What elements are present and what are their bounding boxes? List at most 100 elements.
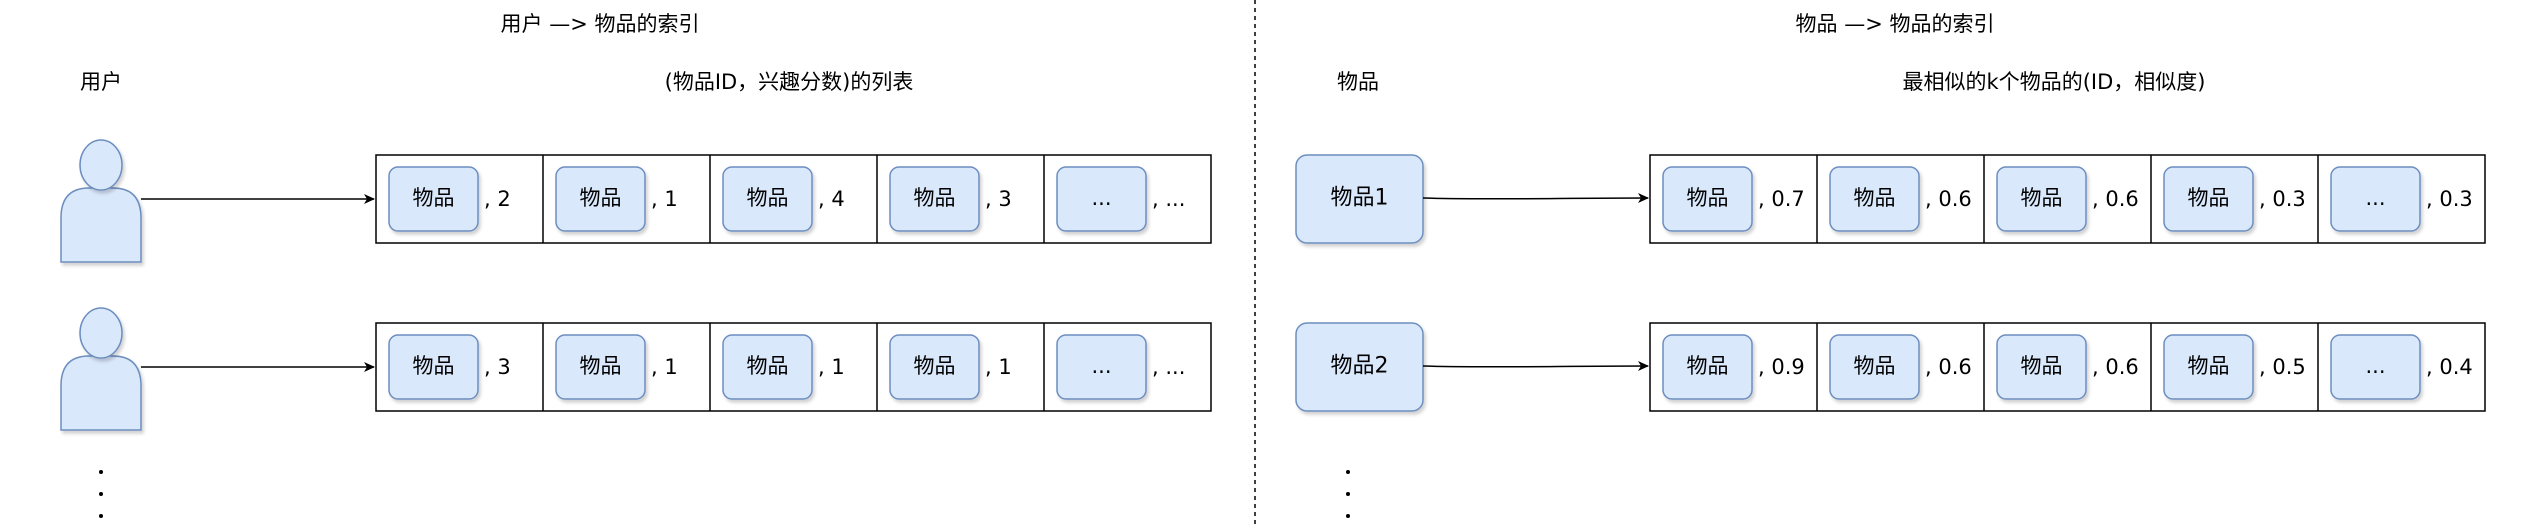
item-box-label: 物品: [1854, 186, 1896, 210]
list-cell: 物品 , 0.6: [1983, 323, 2139, 411]
item-box[interactable]: 物品: [889, 166, 980, 232]
item-box[interactable]: 物品: [1829, 166, 1920, 232]
score-label: , ...: [1152, 187, 1185, 211]
score-label: , 3: [985, 187, 1012, 211]
list-cell: 物品 , 0.9: [1662, 334, 1805, 400]
item-box-shape: [889, 334, 980, 400]
item-box-shape: [2330, 166, 2421, 232]
item-box[interactable]: 物品: [555, 166, 646, 232]
item-box-shape: [1829, 334, 1920, 400]
user-body: [60, 187, 142, 263]
score-label: , 0.6: [1925, 355, 1972, 379]
item-box-shape: [1996, 166, 2087, 232]
item-box[interactable]: 物品: [722, 166, 813, 232]
source-item-label: 物品1: [1331, 186, 1389, 211]
right-continuation-dots: [1346, 470, 1350, 518]
list-cell: 物品 , 1: [876, 323, 1012, 411]
list-cell: ... , 0.4: [2317, 323, 2473, 411]
list-cell: 物品, 0.6: [1816, 155, 1972, 243]
item-box[interactable]: 物品: [889, 334, 980, 400]
list-cell: 物品, 1: [542, 323, 678, 411]
connector-arrow: [1422, 361, 1649, 372]
item-box-label: 物品: [747, 354, 789, 378]
list-cell: 物品 , 3: [876, 155, 1012, 243]
right-col-header-item: 物品: [1337, 70, 1379, 94]
left-continuation-dots: [99, 470, 103, 518]
item-box[interactable]: ...: [1056, 334, 1147, 400]
list-cell: 物品 , 0.5: [2150, 323, 2306, 411]
item-box-shape: [722, 166, 813, 232]
item-box-shape: [722, 334, 813, 400]
user-head: [79, 139, 123, 191]
item-box[interactable]: 物品: [2163, 166, 2254, 232]
item-box[interactable]: 物品: [388, 166, 479, 232]
item-box-label: ...: [2365, 186, 2385, 210]
list-cell: 物品, 1: [542, 155, 678, 243]
item-box-label: 物品: [2188, 354, 2230, 378]
item-box-label: 物品: [2188, 186, 2230, 210]
list-cell: 物品 , 0.6: [1816, 323, 1972, 411]
list-cell: 物品, 0.6: [1983, 155, 2139, 243]
list-cell: 物品, 4: [709, 155, 845, 243]
item-box[interactable]: ...: [2330, 334, 2421, 400]
left-panel-title: 用户 —> 物品的索引: [501, 12, 700, 36]
item-box-label: 物品: [914, 354, 956, 378]
item-box-shape: [2163, 334, 2254, 400]
item-box-label: 物品: [1854, 354, 1896, 378]
list-cell: 物品, 1: [709, 323, 845, 411]
item-box-label: 物品: [2021, 354, 2063, 378]
item-box-label: ...: [1091, 186, 1111, 210]
item-box[interactable]: 物品: [722, 334, 813, 400]
item-box[interactable]: 物品: [1996, 166, 2087, 232]
item-box-shape: [1996, 334, 2087, 400]
user-head: [79, 307, 123, 359]
user-icon: [60, 139, 142, 263]
score-label: , 3: [484, 355, 511, 379]
score-label: , 0.6: [2092, 355, 2139, 379]
item-box-label: 物品: [1687, 354, 1729, 378]
item-box[interactable]: ...: [2330, 166, 2421, 232]
item-box[interactable]: 物品: [1996, 334, 2087, 400]
score-label: , 0.4: [2426, 355, 2473, 379]
user-icon: [60, 307, 142, 431]
score-label: , 1: [651, 187, 678, 211]
score-label: , 0.5: [2259, 355, 2306, 379]
item-box[interactable]: 物品: [555, 334, 646, 400]
score-label: , 0.9: [1758, 355, 1805, 379]
score-label: , 1: [985, 355, 1012, 379]
item-box-label: 物品: [747, 186, 789, 210]
source-item-shape: [1295, 154, 1424, 244]
item-box[interactable]: 物品: [1662, 166, 1753, 232]
user-body: [60, 355, 142, 431]
item-box[interactable]: 物品: [1829, 334, 1920, 400]
source-item-box[interactable]: 物品1: [1295, 154, 1424, 244]
item-box[interactable]: 物品: [388, 334, 479, 400]
item-box[interactable]: ...: [1056, 166, 1147, 232]
right-panel-list-row-2: 物品 , 0.9 物品 , 0.6 物品 , 0.6 物品 , 0.5... , 0.4: [1649, 322, 2486, 412]
item-box-shape: [1056, 166, 1147, 232]
score-label: , 0.3: [2259, 187, 2306, 211]
score-label: , 0.6: [2092, 187, 2139, 211]
item-box-label: 物品: [413, 354, 455, 378]
connector-arrow: [1422, 193, 1649, 204]
item-box-label: 物品: [413, 186, 455, 210]
source-item-shape: [1295, 322, 1424, 412]
left-col-header-user: 用户: [80, 70, 122, 94]
item-box[interactable]: 物品: [1662, 334, 1753, 400]
item-box-label: 物品: [914, 186, 956, 210]
item-box-shape: [555, 334, 646, 400]
list-cell: 物品 , 0.3: [2150, 155, 2306, 243]
item-box-label: 物品: [1687, 186, 1729, 210]
item-box-shape: [889, 166, 980, 232]
item-box-label: ...: [2365, 354, 2385, 378]
score-label: , 0.7: [1758, 187, 1805, 211]
source-item-box[interactable]: 物品2: [1295, 322, 1424, 412]
item-box[interactable]: 物品: [2163, 334, 2254, 400]
item-box-shape: [555, 166, 646, 232]
item-box-shape: [2163, 166, 2254, 232]
